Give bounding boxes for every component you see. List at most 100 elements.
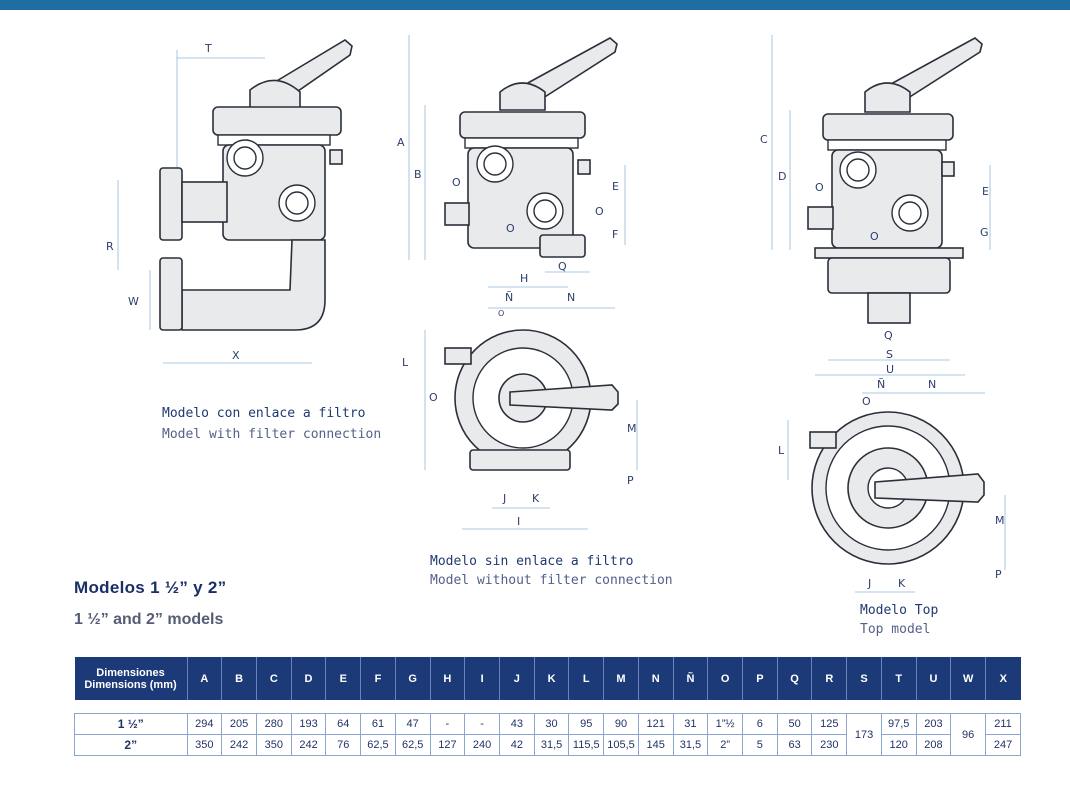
dim-label: S bbox=[886, 348, 893, 361]
table-cell: 62,5 bbox=[394, 734, 431, 756]
dim-label: O bbox=[870, 230, 879, 243]
dim-label: N bbox=[567, 291, 576, 304]
table-column-header: J bbox=[498, 657, 535, 700]
table-cell: 211 bbox=[985, 713, 1021, 735]
table-cell: 350 bbox=[186, 734, 223, 756]
table-cell: 120 bbox=[880, 734, 917, 756]
table-cell: 97,5 bbox=[880, 713, 917, 735]
table-cell: 2” bbox=[707, 734, 743, 756]
table-column-header: A bbox=[186, 657, 222, 700]
table-cell: 50 bbox=[776, 713, 813, 735]
dim-label: K bbox=[898, 577, 906, 590]
dim-label: J bbox=[868, 577, 872, 590]
table-column-header: C bbox=[255, 657, 292, 700]
table-cell: 193 bbox=[290, 713, 327, 735]
table-cell: 242 bbox=[290, 734, 327, 756]
dim-label: O bbox=[815, 181, 824, 194]
table-column-header: S bbox=[846, 657, 882, 700]
table-cell: 105,5 bbox=[603, 734, 639, 756]
table-cell: 125 bbox=[811, 713, 848, 735]
table-cell: 294 bbox=[186, 713, 223, 735]
caption-model-top-es: Modelo Top bbox=[860, 603, 939, 618]
dim-label: F bbox=[612, 228, 619, 241]
table-cell: 5 bbox=[742, 734, 778, 756]
table-cell: 62,5 bbox=[360, 734, 396, 756]
header-en: Dimensions (mm) bbox=[84, 678, 177, 691]
table-cell: 31,5 bbox=[533, 734, 570, 756]
table-cell: 63 bbox=[776, 734, 813, 756]
dim-label: J bbox=[503, 492, 507, 505]
table-cell: 145 bbox=[637, 734, 674, 756]
table-column-header: L bbox=[568, 657, 604, 700]
caption-model-nofilter-en: Model without filter connection bbox=[430, 573, 673, 588]
table-cell: 280 bbox=[255, 713, 292, 735]
table-cell: 205 bbox=[221, 713, 257, 735]
section-subtitle: 1 ½” and 2” models bbox=[74, 611, 224, 628]
dim-label: E bbox=[982, 185, 989, 198]
table-column-header: E bbox=[325, 657, 361, 700]
table-cell: - bbox=[464, 713, 500, 735]
caption-model-filter-es: Modelo con enlace a filtro bbox=[162, 406, 366, 421]
table-cell: 127 bbox=[429, 734, 466, 756]
caption-model-top-en: Top model bbox=[860, 622, 931, 637]
row-label: 2” bbox=[74, 734, 188, 756]
table-cell-merged: 96 bbox=[950, 713, 987, 756]
table-column-header: D bbox=[290, 657, 326, 700]
dim-label: A bbox=[397, 136, 405, 149]
dim-label: O bbox=[506, 222, 515, 235]
table-cell: 230 bbox=[811, 734, 848, 756]
table-cell: 31,5 bbox=[672, 734, 709, 756]
table-column-header: U bbox=[915, 657, 951, 700]
dim-label: P bbox=[627, 474, 634, 487]
table-cell: 350 bbox=[255, 734, 292, 756]
table-column-header: T bbox=[880, 657, 917, 700]
table-column-header: X bbox=[985, 657, 1021, 700]
dim-label: W bbox=[128, 295, 139, 308]
table-cell: 90 bbox=[603, 713, 639, 735]
table-cell: 1”½ bbox=[707, 713, 743, 735]
dim-label: Ñ bbox=[505, 291, 514, 304]
dim-label: C bbox=[760, 133, 768, 146]
dim-label: R bbox=[106, 240, 114, 253]
dim-label: T bbox=[205, 42, 212, 55]
table-column-header: P bbox=[742, 657, 778, 700]
dim-label: L bbox=[778, 444, 785, 457]
table-cell: - bbox=[429, 713, 466, 735]
drawing-model-without-filter-top bbox=[424, 307, 638, 530]
dim-label: O bbox=[429, 391, 438, 404]
dim-label: K bbox=[532, 492, 540, 505]
dim-label: P bbox=[995, 568, 1002, 581]
table-column-header: Q bbox=[776, 657, 812, 700]
table-cell: 242 bbox=[221, 734, 257, 756]
dim-label: O bbox=[452, 176, 461, 189]
dim-label: E bbox=[612, 180, 619, 193]
row-label: 1 ½” bbox=[74, 713, 188, 735]
drawing-top-model-top bbox=[787, 392, 1006, 593]
caption-model-filter-en: Model with filter connection bbox=[162, 427, 382, 442]
table-cell: 115,5 bbox=[568, 734, 605, 756]
table-column-header: B bbox=[221, 657, 257, 700]
dim-label: O bbox=[862, 395, 871, 408]
table-column-header: H bbox=[429, 657, 465, 700]
dim-label: O bbox=[498, 309, 505, 318]
table-cell: 76 bbox=[325, 734, 362, 756]
table-cell: 95 bbox=[568, 713, 605, 735]
table-column-header: O bbox=[707, 657, 743, 700]
table-cell: 31 bbox=[672, 713, 709, 735]
table-cell: 121 bbox=[637, 713, 674, 735]
dim-label: G bbox=[980, 226, 989, 239]
dim-label: M bbox=[995, 514, 1005, 527]
dim-label: Q bbox=[884, 329, 893, 342]
caption-model-nofilter-es: Modelo sin enlace a filtro bbox=[430, 554, 634, 569]
header-es: Dimensiones bbox=[96, 666, 165, 679]
drawing-model-without-filter-side bbox=[408, 35, 626, 288]
dim-label: Q bbox=[558, 260, 567, 273]
table-column-header: I bbox=[464, 657, 500, 700]
dim-label: U bbox=[886, 363, 895, 376]
